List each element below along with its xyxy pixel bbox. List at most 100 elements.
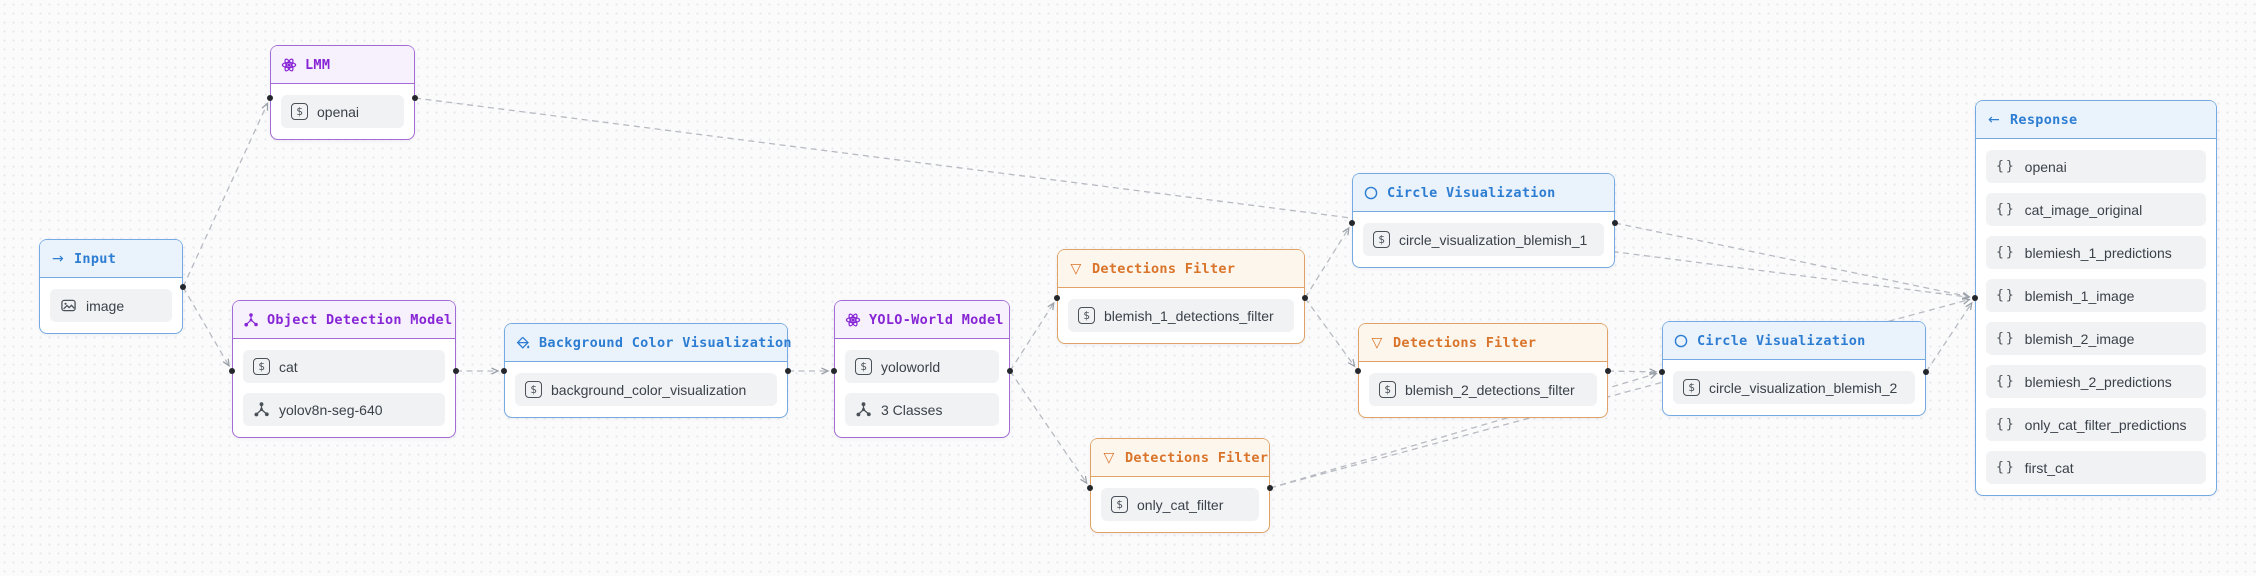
- port-right-df3[interactable]: [1267, 485, 1273, 491]
- port-left-df1[interactable]: [1054, 295, 1060, 301]
- node-item[interactable]: $yoloworld: [845, 350, 999, 383]
- node-item[interactable]: {}blemiesh_1_predictions: [1986, 236, 2206, 269]
- atom-icon: [845, 312, 861, 328]
- funnel-icon: ▽: [1371, 334, 1383, 351]
- edge-df3-to-cv2: [1269, 374, 1656, 489]
- node-item-label: first_cat: [2024, 459, 2074, 476]
- braces-icon: {}: [1996, 374, 2016, 389]
- port-right-ywm[interactable]: [1007, 368, 1013, 374]
- node-item[interactable]: $blemish_1_detections_filter: [1068, 299, 1294, 332]
- node-lmm[interactable]: LMM $openai: [270, 45, 415, 140]
- circle-icon: [1673, 333, 1689, 349]
- node-body: $circle_visualization_blemish_1: [1353, 212, 1614, 267]
- port-right-bcv[interactable]: [785, 368, 791, 374]
- graph-icon: [253, 401, 270, 418]
- node-item[interactable]: $ cat: [243, 350, 445, 383]
- edge-input-to-odm: [182, 286, 229, 366]
- node-item[interactable]: $circle_visualization_blemish_1: [1363, 223, 1604, 256]
- port-right-lmm[interactable]: [412, 95, 418, 101]
- node-bcv[interactable]: Background Color Visualization $backgroun…: [504, 323, 792, 418]
- port-left-response[interactable]: [1972, 295, 1978, 301]
- node-item[interactable]: {}blemish_2_image: [1986, 322, 2206, 355]
- edge-lmm-to-response: [414, 97, 1969, 297]
- node-item[interactable]: {}blemish_1_image: [1986, 279, 2206, 312]
- node-item[interactable]: $blemish_2_detections_filter: [1369, 373, 1597, 406]
- edge-cv2-to-response: [1925, 303, 1972, 373]
- node-item[interactable]: {} only_cat_filter_predictions: [1986, 408, 2206, 441]
- node-title: Background Color Visualization: [539, 334, 792, 351]
- funnel-icon: ▽: [1070, 260, 1082, 277]
- port-right-cv2[interactable]: [1923, 369, 1929, 375]
- node-df3[interactable]: ▽ Detections Filter $only_cat_filter: [1090, 438, 1270, 533]
- node-item[interactable]: $openai: [281, 95, 404, 128]
- port-left-df3[interactable]: [1087, 485, 1093, 491]
- node-item-label: blemish_1_detections_filter: [1104, 307, 1274, 324]
- port-left-cv1[interactable]: [1349, 220, 1355, 226]
- node-item-label: blemish_2_image: [2024, 330, 2135, 347]
- braces-icon: {}: [1996, 460, 2016, 475]
- port-left-odm[interactable]: [229, 368, 235, 374]
- s-square-icon: $: [1373, 231, 1390, 248]
- port-right-odm[interactable]: [453, 368, 459, 374]
- node-item-label: only_cat_filter_predictions: [2024, 416, 2187, 433]
- node-item-label: openai: [2024, 158, 2067, 175]
- port-right-input[interactable]: [180, 284, 186, 290]
- s-square-icon: $: [1379, 381, 1396, 398]
- edge-cv1-to-response: [1614, 222, 1969, 297]
- node-item[interactable]: $background_color_visualization: [515, 373, 777, 406]
- node-item[interactable]: 3 Classes: [845, 393, 999, 426]
- s-square-icon: $: [253, 358, 270, 375]
- node-body: $openai: [271, 84, 414, 139]
- node-item[interactable]: {} first_cat: [1986, 451, 2206, 484]
- node-title: YOLO-World Model: [869, 311, 1004, 328]
- s-square-icon: $: [1683, 379, 1700, 396]
- node-title: Detections Filter: [1125, 449, 1269, 466]
- edges-group: [182, 97, 1972, 489]
- node-response[interactable]: ←Response{}openai{}cat_image_original{}b…: [1975, 100, 2217, 496]
- node-item[interactable]: {} openai: [1986, 150, 2206, 183]
- node-cv1[interactable]: Circle Visualization$circle_visualizatio…: [1352, 173, 1615, 268]
- node-item[interactable]: $only_cat_filter: [1101, 488, 1259, 521]
- node-header: ▽ Detections Filter: [1058, 250, 1304, 288]
- port-left-df2[interactable]: [1355, 368, 1361, 374]
- node-item[interactable]: {}cat_image_original: [1986, 193, 2206, 226]
- funnel-icon: ▽: [1103, 449, 1115, 466]
- node-df2[interactable]: ▽Detections Filter$blemish_2_detections_…: [1358, 323, 1608, 418]
- node-item-label: blemiesh_1_predictions: [2024, 244, 2172, 261]
- node-header: Background Color Visualization: [505, 324, 792, 362]
- port-left-cv2[interactable]: [1659, 369, 1665, 375]
- node-body: $blemish_2_detections_filter: [1359, 362, 1607, 417]
- braces-icon: {}: [1996, 417, 2016, 432]
- node-item[interactable]: $circle_visualization_blemish_2: [1673, 371, 1915, 404]
- node-item[interactable]: image: [50, 289, 172, 322]
- node-body: $background_color_visualization: [505, 362, 787, 417]
- node-header: LMM: [271, 46, 414, 84]
- node-title: Detections Filter: [1092, 260, 1236, 277]
- edge-ywm-to-df3: [1009, 370, 1087, 483]
- port-left-lmm[interactable]: [267, 95, 273, 101]
- edge-input-to-lmm: [182, 103, 267, 288]
- s-square-icon: $: [525, 381, 542, 398]
- port-right-cv1[interactable]: [1612, 220, 1618, 226]
- braces-icon: {}: [1996, 159, 2016, 174]
- node-cv2[interactable]: Circle Visualization$circle_visualizatio…: [1662, 321, 1926, 416]
- node-df1[interactable]: ▽ Detections Filter $blemish_1_detections_…: [1057, 249, 1305, 344]
- atom-icon: [281, 57, 297, 73]
- node-item-label: image: [86, 297, 125, 314]
- node-item-label: cat: [279, 358, 298, 375]
- node-body: $blemish_1_detections_filter: [1058, 288, 1304, 343]
- node-item[interactable]: yolov8n-seg-640: [243, 393, 445, 426]
- s-square-icon: $: [291, 103, 308, 120]
- node-ywm[interactable]: YOLO-World Model $yoloworld 3 Classes: [834, 300, 1010, 438]
- s-square-icon: $: [855, 358, 872, 375]
- port-right-df2[interactable]: [1605, 368, 1611, 374]
- graph-icon: [243, 312, 259, 328]
- node-item[interactable]: {}blemiesh_2_predictions: [1986, 365, 2206, 398]
- braces-icon: {}: [1996, 202, 2016, 217]
- port-left-bcv[interactable]: [501, 368, 507, 374]
- port-right-df1[interactable]: [1302, 295, 1308, 301]
- port-left-ywm[interactable]: [831, 368, 837, 374]
